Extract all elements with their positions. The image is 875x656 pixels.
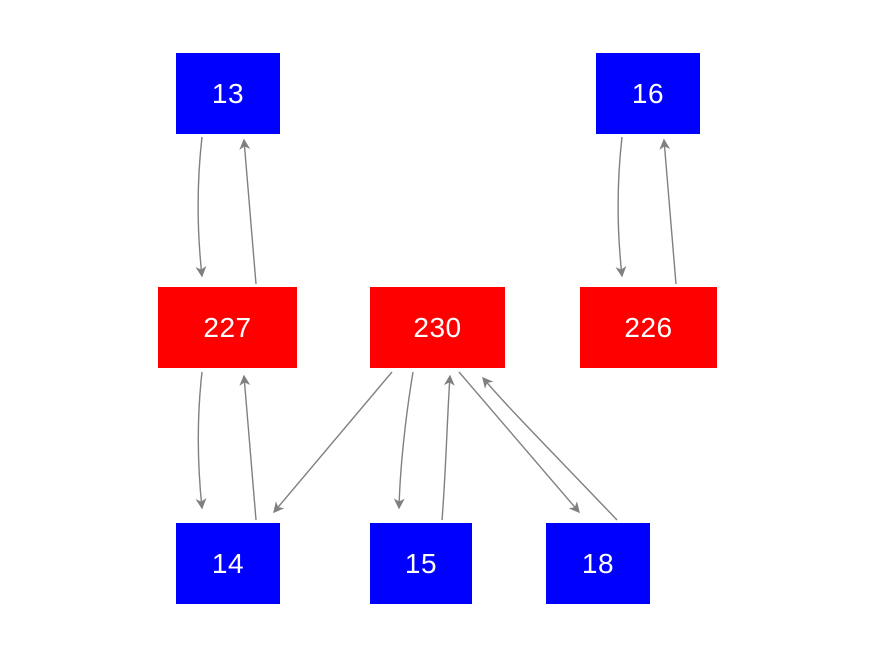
graph-node-14[interactable]: 14 [176,523,280,604]
graph-edge-230-to-18 [458,371,580,514]
graph-edge-226-to-16 [659,138,677,285]
graph-edge-230-to-15 [393,371,414,510]
graph-edge-230-to-14 [273,371,393,514]
graph-node-18[interactable]: 18 [546,523,650,604]
graph-edge-227-to-14 [195,371,207,510]
graph-node-label-13: 13 [211,77,245,109]
graph-node-label-16: 16 [631,77,665,109]
graph-edge-13-to-227 [195,136,207,278]
graph-node-230[interactable]: 230 [370,287,505,368]
graph-node-227[interactable]: 227 [158,287,297,368]
graph-node-label-227: 227 [203,311,252,343]
graph-edge-14-to-227 [239,374,257,521]
graph-node-label-226: 226 [624,311,673,343]
graph-node-label-18: 18 [581,547,615,579]
graph-edge-227-to-13 [239,138,257,285]
graph-edge-16-to-226 [615,136,627,278]
graph-edge-18-to-230 [482,376,618,521]
graph-node-label-14: 14 [211,547,245,579]
edge-group [195,136,677,521]
graph-node-226[interactable]: 226 [580,287,717,368]
graph-node-16[interactable]: 16 [596,53,700,134]
graph-node-13[interactable]: 13 [176,53,280,134]
graph-node-15[interactable]: 15 [370,523,472,604]
graph-node-label-230: 230 [413,311,462,343]
graph-edge-15-to-230 [441,374,455,521]
graph-node-label-15: 15 [404,547,438,579]
